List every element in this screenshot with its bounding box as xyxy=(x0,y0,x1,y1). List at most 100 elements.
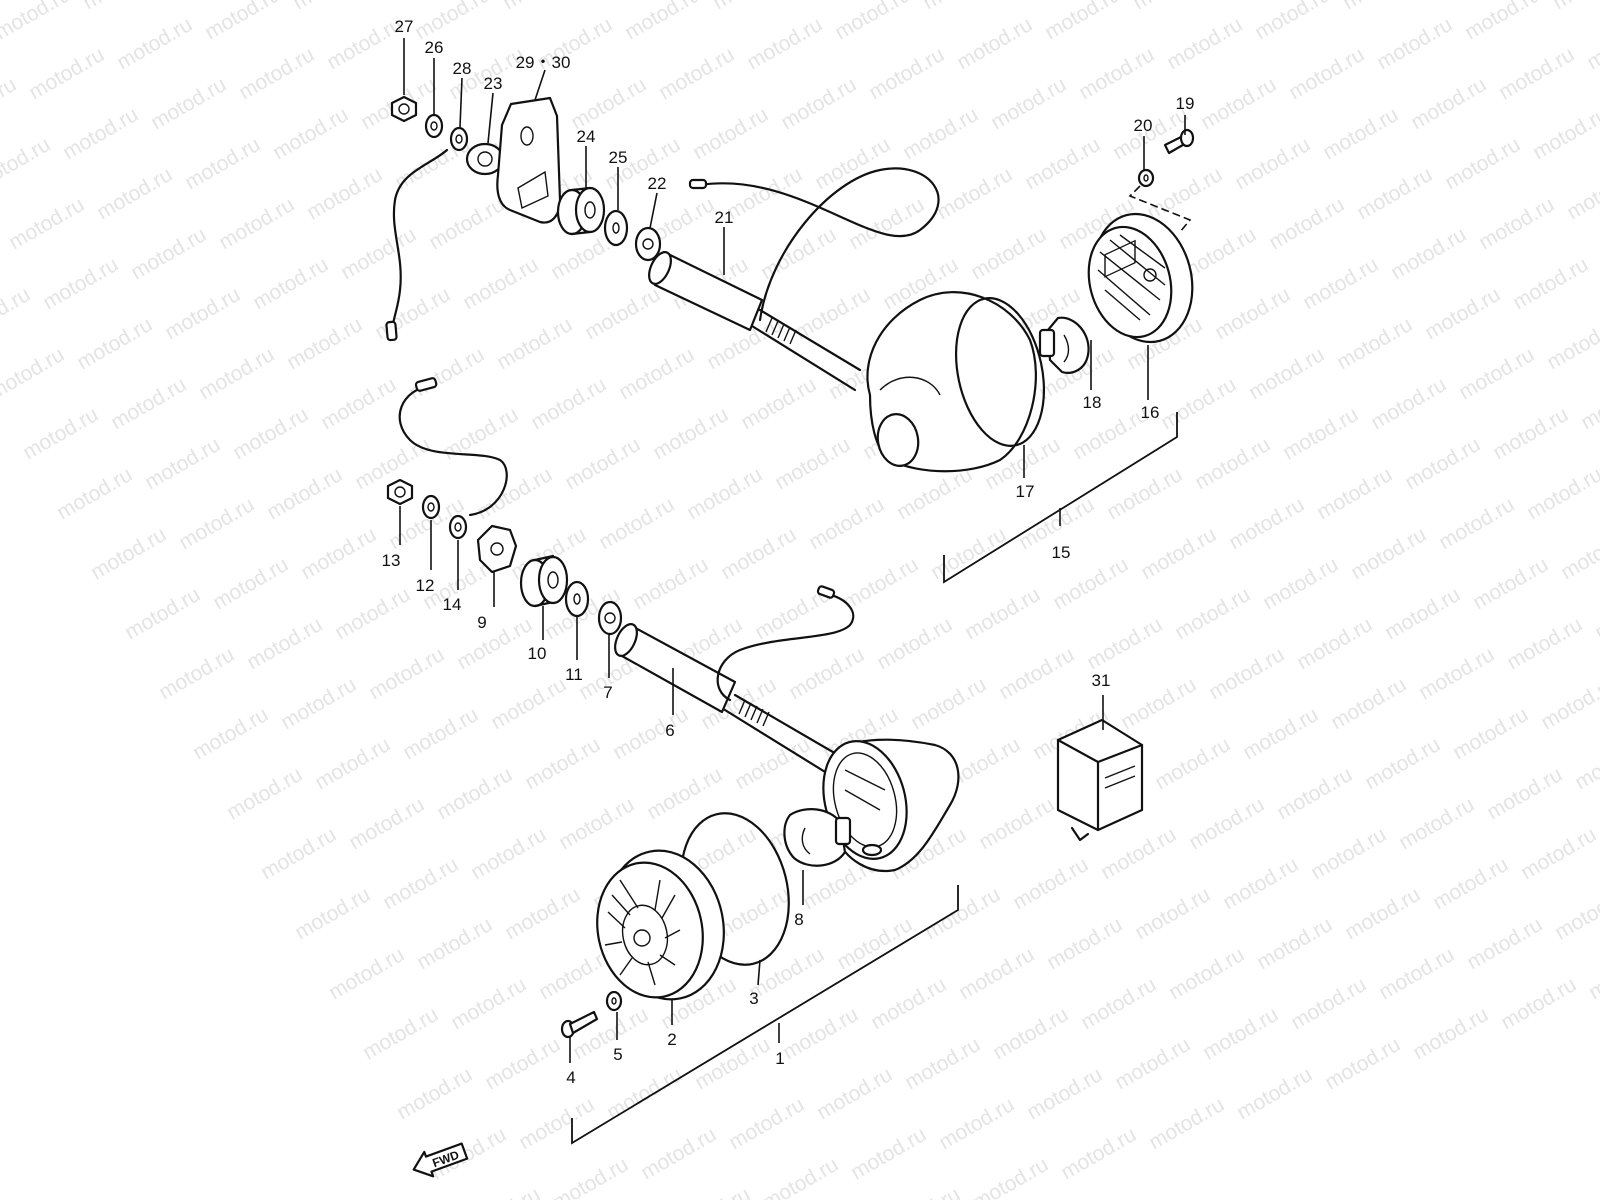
callout-31: 31 xyxy=(1092,671,1111,690)
watermark-text: motod.ru xyxy=(1199,1003,1282,1064)
watermark-text: motod.ru xyxy=(709,0,792,14)
watermark-text: motod.ru xyxy=(1043,913,1126,974)
watermark-text: motod.ru xyxy=(1129,0,1212,14)
watermark-text: motod.ru xyxy=(1131,883,1214,944)
watermark-text: motod.ru xyxy=(989,1003,1072,1064)
watermark-text: motod.ru xyxy=(561,433,644,494)
callout-6: 6 xyxy=(665,721,674,740)
watermark-text: motod.ru xyxy=(1259,553,1342,614)
watermark-text: motod.ru xyxy=(1347,523,1430,584)
watermark-text: motod.ru xyxy=(1489,403,1572,464)
watermark-text: motod.ru xyxy=(0,0,74,44)
watermark-text: motod.ru xyxy=(1475,193,1558,254)
watermark-text: motod.ru xyxy=(201,0,284,44)
watermark-text: motod.ru xyxy=(893,463,976,524)
watermark-text: motod.ru xyxy=(331,583,414,644)
watermark-text: motod.ru xyxy=(39,253,122,314)
watermark-text: motod.ru xyxy=(1265,193,1348,254)
callout-13: 13 xyxy=(382,551,401,570)
watermark-text: motod.ru xyxy=(759,1153,842,1200)
watermark-text: motod.ru xyxy=(847,1123,930,1184)
watermark-text: motod.ru xyxy=(549,1153,632,1200)
callout-labels: 27 26 28 23 29・30 24 25 22 21 19 20 18 1… xyxy=(382,17,1195,1087)
watermark-text: motod.ru xyxy=(1483,763,1566,824)
watermark-text: motod.ru xyxy=(1537,673,1600,734)
watermark-text: motod.ru xyxy=(689,103,772,164)
watermark-text: motod.ru xyxy=(1463,913,1546,974)
watermark-text: motod.ru xyxy=(1165,943,1248,1004)
watermark-text: motod.ru xyxy=(1373,13,1456,74)
watermark-text: motod.ru xyxy=(303,163,386,224)
leader-lines xyxy=(399,38,1186,1063)
watermark-text: motod.ru xyxy=(371,283,454,344)
watermark-text: motod.ru xyxy=(621,0,704,44)
watermark-text: motod.ru xyxy=(1313,463,1396,524)
watermark-text: motod.ru xyxy=(209,553,292,614)
watermark-text: motod.ru xyxy=(1219,853,1302,914)
callout-9: 9 xyxy=(477,613,486,632)
part-bracket-29-30 xyxy=(496,96,562,224)
watermark-text: motod.ru xyxy=(499,0,582,14)
watermark-text: motod.ru xyxy=(927,523,1010,584)
watermark-text: motod.ru xyxy=(297,523,380,584)
watermark-text: motod.ru xyxy=(1145,1093,1228,1154)
watermark-text: motod.ru xyxy=(473,463,556,524)
watermark-text: motod.ru xyxy=(771,433,854,494)
watermark-text: motod.ru xyxy=(1361,733,1444,794)
watermark-text: motod.ru xyxy=(283,313,366,374)
watermark-text: motod.ru xyxy=(717,523,800,584)
callout-21: 21 xyxy=(715,208,734,227)
watermark-text: motod.ru xyxy=(161,283,244,344)
watermark-text: motod.ru xyxy=(345,793,428,854)
watermark-text: motod.ru xyxy=(723,163,806,224)
watermark-text: motod.ru xyxy=(459,253,542,314)
callout-17: 17 xyxy=(1016,482,1035,501)
watermark-text: motod.ru xyxy=(379,853,462,914)
watermark-text: motod.ru xyxy=(743,13,826,74)
watermark-text: motod.ru xyxy=(235,43,318,104)
watermark-text: motod.ru xyxy=(289,0,372,14)
watermark-text: motod.ru xyxy=(1421,283,1504,344)
watermark-text: motod.ru xyxy=(1549,0,1600,14)
part-lockplate-22 xyxy=(634,226,662,262)
watermark-text: motod.ru xyxy=(881,1183,964,1200)
watermark-text: motod.ru xyxy=(987,73,1070,134)
watermark-text: motod.ru xyxy=(1009,853,1092,914)
watermark-text: motod.ru xyxy=(1429,853,1512,914)
watermark-text: motod.ru xyxy=(1529,103,1600,164)
callout-10: 10 xyxy=(528,644,547,663)
part-stem-21 xyxy=(648,250,862,392)
watermark-text: motod.ru xyxy=(995,643,1078,704)
part-nut-13 xyxy=(386,478,414,506)
watermark-text: motod.ru xyxy=(933,163,1016,224)
watermark-text: motod.ru xyxy=(1191,433,1274,494)
watermark-text: motod.ru xyxy=(1503,613,1586,674)
watermark-text: motod.ru xyxy=(671,1183,754,1200)
watermark-text: motod.ru xyxy=(79,0,162,14)
watermark-text: motod.ru xyxy=(0,73,20,134)
watermark-text: motod.ru xyxy=(1057,1123,1140,1184)
watermark-text: motod.ru xyxy=(481,1033,564,1094)
watermark-text: motod.ru xyxy=(1585,943,1600,1004)
watermark-text: motod.ru xyxy=(1509,253,1592,314)
watermark-text: motod.ru xyxy=(1543,313,1600,374)
watermark-text: motod.ru xyxy=(967,223,1050,284)
watermark-text: motod.ru xyxy=(899,103,982,164)
watermark-text: motod.ru xyxy=(907,673,990,734)
signal-wire-lower xyxy=(716,593,855,702)
watermark-text: motod.ru xyxy=(411,0,494,44)
watermark-text: motod.ru xyxy=(277,673,360,734)
watermark-text: motod.ru xyxy=(975,793,1058,854)
part-flasher-relay-31 xyxy=(1056,239,1144,842)
watermark-text: motod.ru xyxy=(1441,133,1524,194)
watermark-text: motod.ru xyxy=(873,613,956,674)
watermark-text: motod.ru xyxy=(1075,43,1158,104)
part-washer-14 xyxy=(448,514,468,540)
part-washer-26 xyxy=(424,113,444,139)
watermark-text: motod.ru xyxy=(1435,493,1518,554)
watermark-text: motod.ru xyxy=(1455,343,1538,404)
watermark-text: motod.ru xyxy=(595,493,678,554)
part-socket-23 xyxy=(465,142,505,176)
watermark-text: motod.ru xyxy=(839,553,922,614)
part-lockplate-7 xyxy=(597,600,623,636)
